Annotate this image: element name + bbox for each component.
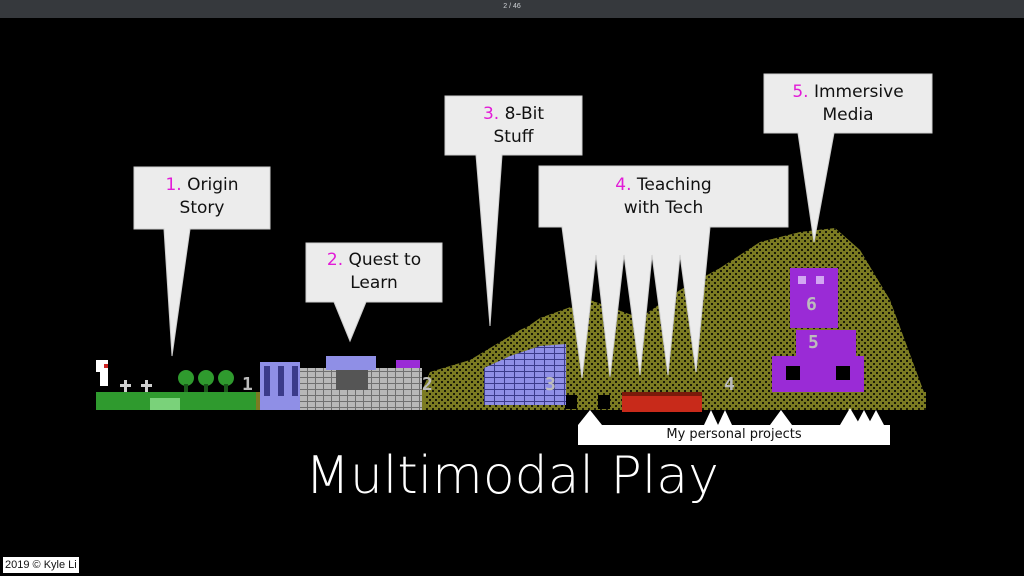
- callout-3: 3. 8-Bit Stuff: [445, 103, 582, 149]
- page-counter: 2 / 46: [503, 3, 521, 10]
- callout-5-line1: Immersive: [813, 82, 904, 102]
- callout-bubble-5: [763, 73, 933, 243]
- callout-5-number: 5.: [792, 82, 809, 102]
- map-marker-6: 6: [806, 294, 817, 315]
- brick-fortress: [484, 344, 566, 405]
- callout-4-number: 4.: [615, 175, 632, 195]
- callout-bubble-4: [538, 165, 789, 379]
- callout-4: 4. Teaching with Tech: [539, 174, 788, 220]
- callout-bubble-3: [444, 95, 583, 327]
- lava-bridge: [622, 392, 702, 412]
- callout-bubble-2: [305, 242, 443, 343]
- grey-town: [300, 356, 422, 410]
- slide-title: Multimodal Play: [305, 446, 719, 506]
- callout-3-number: 3.: [482, 104, 500, 124]
- callout-5-line2: Media: [822, 105, 874, 125]
- purple-castle: [772, 268, 864, 392]
- graves: [120, 380, 152, 392]
- map-marker-3: 3: [545, 374, 556, 395]
- callout-4-line1: Teaching: [636, 175, 712, 195]
- callout-1: 1. Origin Story: [134, 174, 270, 220]
- projects-label: My personal projects: [666, 427, 802, 442]
- callout-2-number: 2.: [326, 250, 344, 270]
- callout-1-line1: Origin: [187, 175, 239, 195]
- callout-2: 2. Quest to Learn: [306, 249, 442, 295]
- callout-4-line2: with Tech: [623, 198, 704, 218]
- callout-2-line2: Learn: [350, 273, 398, 293]
- blue-temple: [260, 362, 300, 410]
- player-character: [96, 360, 108, 386]
- copyright-notice: 2019 © Kyle Li: [3, 557, 79, 573]
- trees: [178, 370, 234, 392]
- callout-bubble-1: [133, 166, 271, 357]
- map-marker-5: 5: [808, 332, 819, 353]
- callout-2-line1: Quest to: [348, 250, 422, 270]
- map-marker-4: 4: [724, 374, 735, 395]
- viewer-toolbar: 2 / 46: [0, 0, 1024, 18]
- map-marker-1: 1: [242, 374, 253, 395]
- map-marker-2: 2: [422, 374, 433, 395]
- callout-1-line2: Story: [179, 198, 225, 218]
- callout-3-line1: 8-Bit: [504, 104, 545, 124]
- projects-bar: [578, 408, 890, 445]
- callout-1-number: 1.: [165, 175, 182, 195]
- callout-5: 5. Immersive Media: [764, 81, 932, 127]
- callout-3-line2: Stuff: [493, 127, 534, 147]
